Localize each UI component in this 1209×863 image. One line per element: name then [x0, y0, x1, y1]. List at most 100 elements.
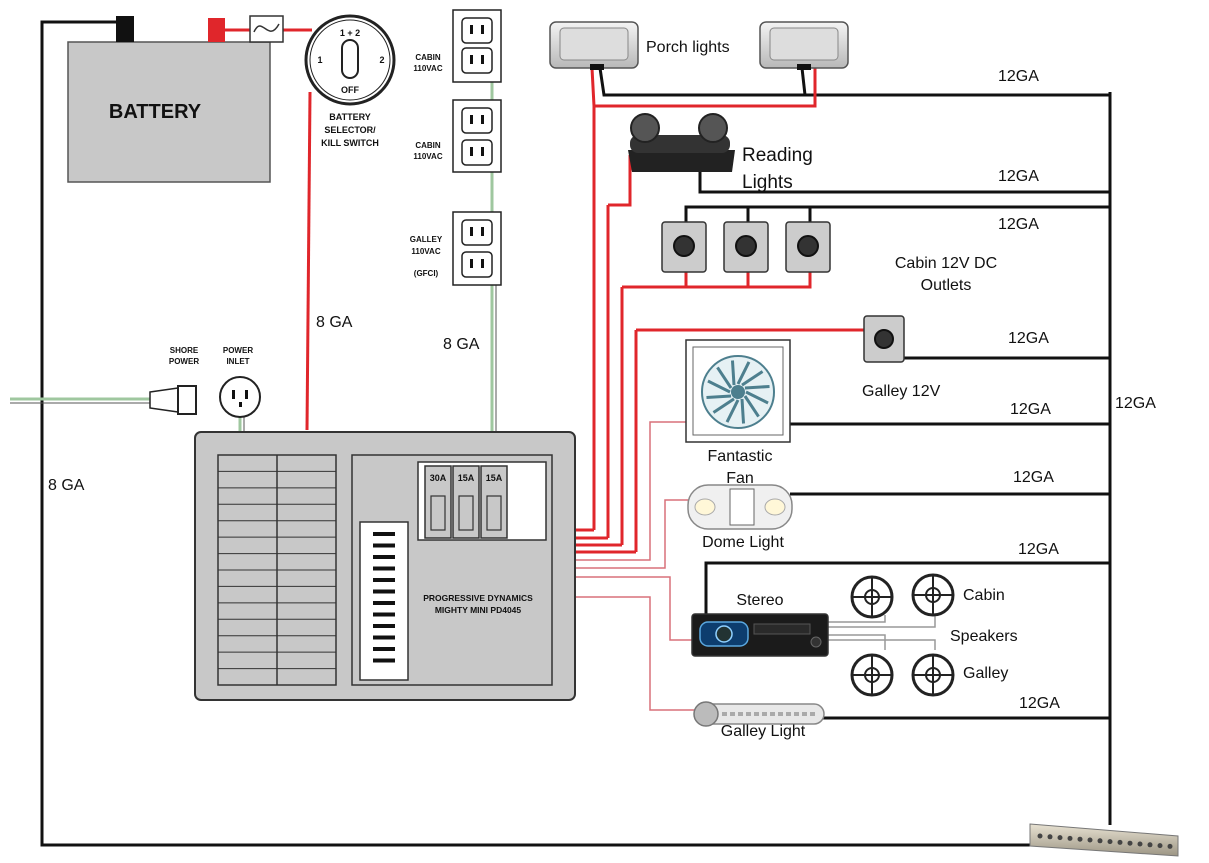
breaker-15a-2[interactable]: 15A — [480, 465, 508, 539]
dc-fuse-block — [359, 521, 409, 681]
stereo-head-unit — [691, 613, 829, 657]
battery-selector-switch[interactable]: 1 + 2 1 2 OFF — [304, 14, 396, 106]
fuse-slot — [373, 532, 395, 536]
svg-text:Lights: Lights — [742, 172, 793, 193]
fuse-slot — [373, 566, 395, 571]
stereo-neg-wire — [704, 561, 1110, 615]
porch-light-left — [549, 21, 639, 70]
thin-positive-wires — [575, 421, 695, 711]
speaker-wires — [828, 615, 936, 650]
panel-name-line2: MIGHTY MINI PD4045 — [435, 605, 522, 615]
porch-neg-wire-2 — [800, 67, 807, 96]
svg-text:Fantastic: Fantastic — [708, 448, 773, 465]
svg-text:Stereo: Stereo — [736, 592, 783, 609]
svg-text:15A: 15A — [458, 473, 475, 483]
svg-text:12GA: 12GA — [1013, 469, 1054, 486]
svg-text:Dome Light: Dome Light — [702, 534, 784, 551]
svg-text:INLET: INLET — [226, 357, 249, 366]
svg-text:Cabin: Cabin — [963, 587, 1005, 604]
breaker-30a[interactable]: 30A — [424, 465, 452, 539]
svg-text:8 GA: 8 GA — [48, 477, 85, 494]
fuse-slot — [373, 658, 395, 663]
galley-12v-outlet — [863, 315, 905, 363]
svg-text:12GA: 12GA — [1115, 395, 1156, 412]
outlet-galley-gfci: GALLEY 110VAC (GFCI) — [410, 211, 502, 286]
battery-positive-terminal — [208, 18, 225, 42]
svg-text:8 GA: 8 GA — [443, 336, 480, 353]
cabin-12v-outlet-1 — [661, 221, 707, 273]
svg-text:SHORE: SHORE — [170, 346, 199, 355]
speaker-cabin-2 — [911, 573, 955, 617]
fuse-slot — [373, 543, 395, 548]
svg-text:GALLEY: GALLEY — [410, 235, 443, 244]
svg-text:Outlets: Outlets — [921, 277, 972, 294]
svg-text:1: 1 — [317, 55, 322, 65]
speaker-galley-2 — [911, 653, 955, 697]
inline-fuse — [249, 15, 284, 43]
fuse-slot — [373, 555, 395, 559]
reading-lights — [628, 113, 735, 172]
porch-pos-wire — [590, 67, 817, 108]
battery-negative-terminal — [116, 16, 134, 42]
svg-text:Galley: Galley — [963, 665, 1008, 682]
svg-text:110VAC: 110VAC — [413, 64, 442, 73]
ground-loop-wire — [40, 20, 1040, 847]
svg-text:Reading: Reading — [742, 145, 813, 166]
fuse-slot — [373, 624, 395, 628]
svg-text:30A: 30A — [430, 473, 447, 483]
dome-light — [687, 484, 793, 530]
cabin-12v-outlet-3 — [785, 221, 831, 273]
svg-text:SELECTOR/: SELECTOR/ — [324, 125, 376, 135]
fuse-slot — [373, 612, 395, 617]
speaker-cabin-1 — [850, 575, 894, 619]
selector-switch-caption: BATTERY SELECTOR/ KILL SWITCH — [321, 112, 379, 148]
svg-text:Cabin 12V DC: Cabin 12V DC — [895, 255, 997, 272]
porch-neg-wire — [598, 67, 1110, 97]
svg-text:110VAC: 110VAC — [413, 152, 442, 161]
svg-text:12GA: 12GA — [998, 168, 1039, 185]
battery: BATTERY — [67, 16, 271, 183]
svg-text:Galley Light: Galley Light — [721, 723, 806, 740]
power-inlet: POWER INLET — [219, 346, 261, 418]
svg-text:KILL SWITCH: KILL SWITCH — [321, 138, 379, 148]
reading-neg-wire — [698, 165, 1110, 194]
fuse-slot — [373, 647, 395, 651]
shore-power-plug: SHORE POWER — [149, 346, 199, 415]
cabin-12v-outlet-2 — [723, 221, 769, 273]
svg-text:CABIN: CABIN — [415, 141, 441, 150]
fuse-slot — [373, 635, 395, 640]
battery-label: BATTERY — [109, 101, 202, 123]
breaker-15a-1[interactable]: 15A — [452, 465, 480, 539]
svg-text:CABIN: CABIN — [415, 53, 441, 62]
negative-bus-bar — [1029, 823, 1179, 857]
fuse-slot — [373, 578, 395, 582]
fuse-slot — [373, 589, 395, 594]
svg-text:12GA: 12GA — [1010, 401, 1051, 418]
wire-gauge-labels: 8 GA 8 GA 8 GA 12GA 12GA 12GA 12GA 12GA … — [48, 68, 1156, 712]
panel-name-line1: PROGRESSIVE DYNAMICS — [423, 593, 533, 603]
svg-text:Galley 12V: Galley 12V — [862, 383, 941, 400]
outlet-cabin-2: CABIN 110VAC — [413, 99, 502, 173]
svg-text:Fan: Fan — [726, 470, 754, 487]
fuse-slot — [373, 601, 395, 605]
speaker-galley-1 — [850, 653, 894, 697]
svg-text:OFF: OFF — [341, 85, 359, 95]
power-distribution-panel: 30A 15A 15A PROGRESSIVE DYNAMICS MIGHTY … — [194, 431, 576, 701]
galley-light — [693, 701, 825, 727]
svg-text:POWER: POWER — [223, 346, 253, 355]
svg-text:12GA: 12GA — [1019, 695, 1060, 712]
outlet-cabin-1: CABIN 110VAC — [413, 9, 502, 83]
svg-text:15A: 15A — [486, 473, 503, 483]
battery-to-panel-wire — [305, 91, 312, 431]
panel-vent — [217, 454, 337, 686]
fantastic-fan — [685, 339, 791, 443]
svg-text:(GFCI): (GFCI) — [414, 269, 439, 278]
svg-text:POWER: POWER — [169, 357, 199, 366]
svg-text:8 GA: 8 GA — [316, 314, 353, 331]
porch-light-right — [759, 21, 849, 70]
svg-text:Speakers: Speakers — [950, 628, 1018, 645]
porch-lights-label: Porch lights — [646, 39, 730, 56]
svg-text:12GA: 12GA — [1018, 541, 1059, 558]
svg-text:2: 2 — [379, 55, 384, 65]
